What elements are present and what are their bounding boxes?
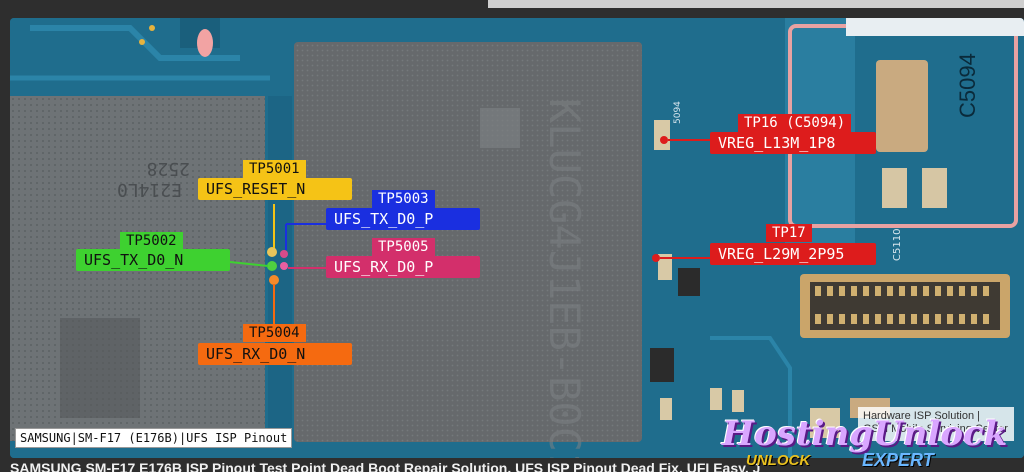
watermark-box-line2: GSM Mobile Servicing Center <box>863 423 1008 435</box>
tp5004-pad <box>269 275 279 285</box>
tp5001-tag: TP5001 <box>243 160 306 178</box>
svg-text:KLUCG4J1EB-B0C1: KLUCG4J1EB-B0C1 <box>540 98 589 458</box>
left-chip-silk-1: 2528 <box>147 158 190 179</box>
image-caption: SAMSUNG|SM-F17 (E176B)|UFS ISP Pinout <box>15 428 293 448</box>
watermark-logo-text: HostingUnlock <box>722 414 1008 454</box>
pcb-image: KLUCG4J1EB-B0C1 C5094 5094 C5110 2528 <box>10 18 1024 458</box>
tp5001-pad <box>267 247 277 257</box>
watermark-sub-expert: EXPERT <box>862 450 934 470</box>
left-chip-silk-2: E214L0 <box>117 179 182 200</box>
tp5001-signal: UFS_RESET_N <box>198 178 352 200</box>
tp5002-pad <box>267 261 277 271</box>
c5094-silk: C5094 <box>955 53 980 118</box>
watermark-box-line1: Hardware ISP Solution | <box>863 410 980 422</box>
tp16-signal: VREG_L13M_1P8 <box>710 132 876 154</box>
tp5002-signal: UFS_TX_D0_N <box>76 249 230 271</box>
tp5005-signal: UFS_RX_D0_P <box>326 256 480 278</box>
tp5005-pad <box>280 262 288 270</box>
post-title-link[interactable]: SAMSUNG SM-F17 E176B ISP Pinout Test Poi… <box>10 460 761 472</box>
tp16-pad <box>660 136 668 144</box>
tp5003-tag: TP5003 <box>372 190 435 208</box>
tp17-tag: TP17 <box>766 224 812 242</box>
c5094-small-silk: 5094 <box>673 101 683 124</box>
pcb-board: KLUCG4J1EB-B0C1 C5094 5094 C5110 2528 <box>10 18 1024 458</box>
browser-top-bar <box>488 0 1024 8</box>
c5110-silk: C5110 <box>892 229 903 261</box>
tp16-tag: TP16 (C5094) <box>738 114 852 132</box>
watermark-sub-unlock: UNLOCK <box>746 452 811 469</box>
tp5003-signal: UFS_TX_D0_P <box>326 208 480 230</box>
tp5003-pad <box>280 250 288 258</box>
tp17-signal: VREG_L29M_2P95 <box>710 243 876 265</box>
watermark-box: Hardware ISP Solution | GSM Mobile Servi… <box>858 407 1014 441</box>
tp5005-tag: TP5005 <box>372 238 435 256</box>
tp17-pad <box>652 254 660 262</box>
tp5004-signal: UFS_RX_D0_N <box>198 343 352 365</box>
ufs-chip <box>294 42 642 442</box>
tp5004-tag: TP5004 <box>243 324 306 342</box>
tp5002-tag: TP5002 <box>120 232 183 250</box>
